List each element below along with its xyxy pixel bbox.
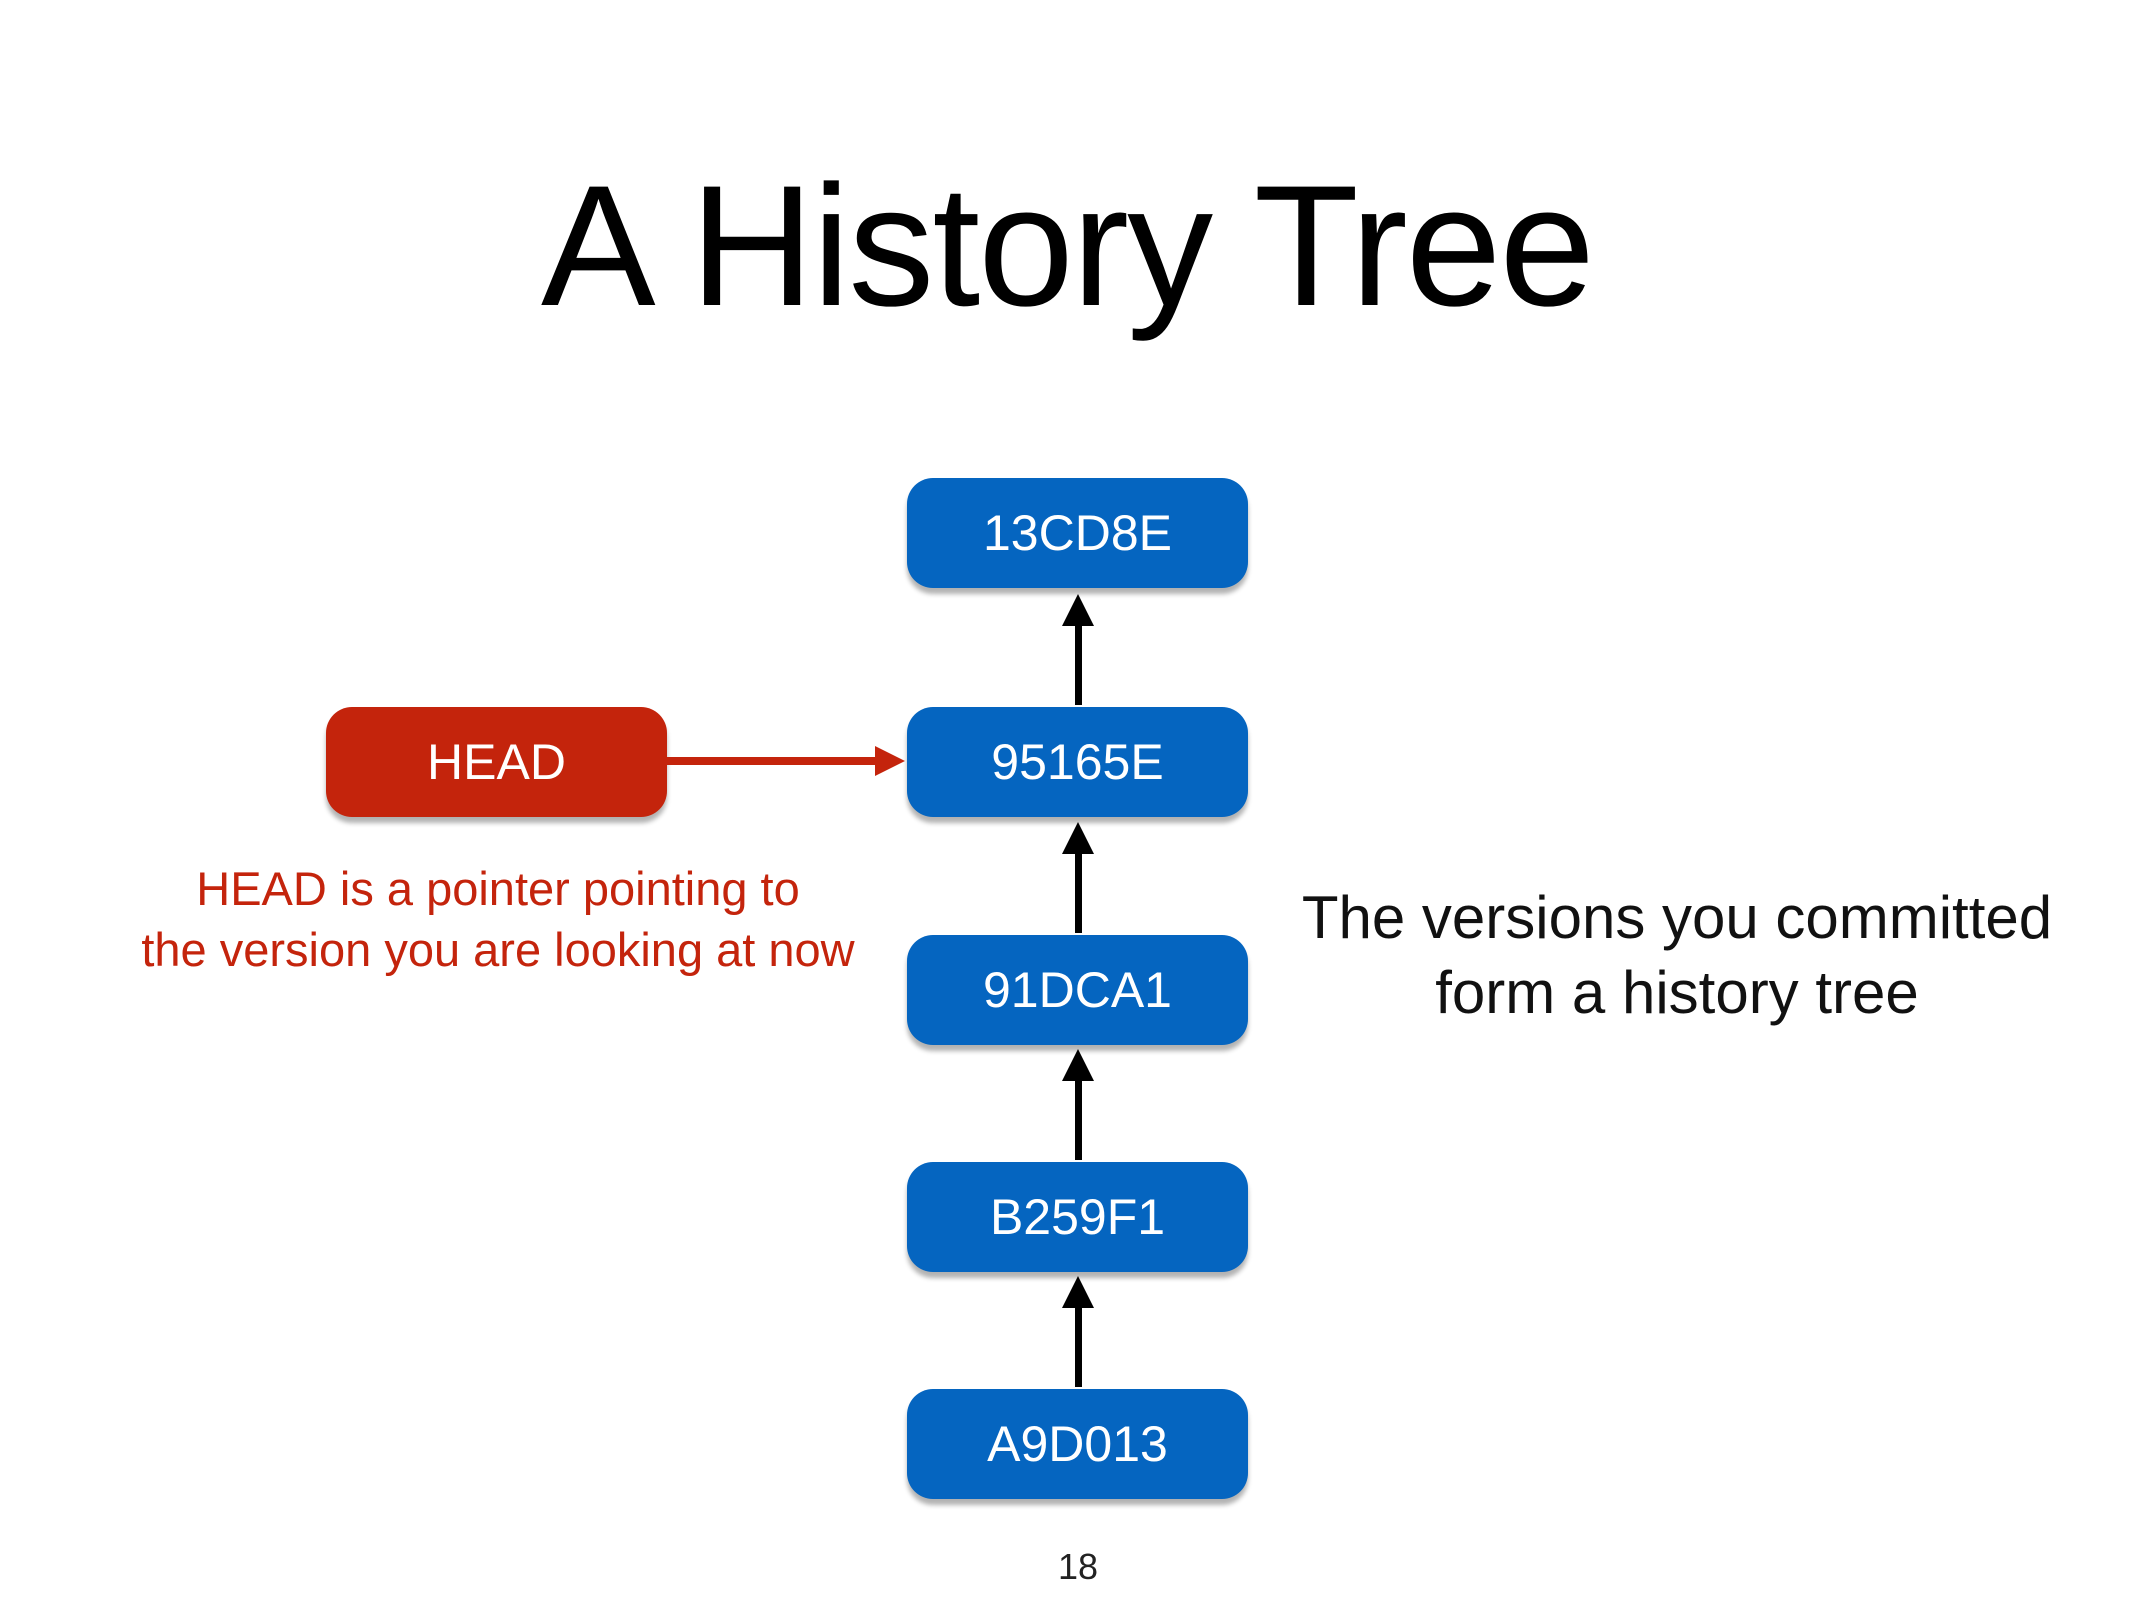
head-note: HEAD is a pointer pointing to the versio… [98, 858, 898, 980]
commit-node: B259F1 [907, 1162, 1248, 1272]
parent-arrow [1062, 594, 1094, 705]
commit-node: 13CD8E [907, 478, 1248, 588]
head-pointer: HEAD [326, 707, 667, 817]
head-arrow [667, 746, 905, 776]
tree-note: The versions you committed form a histor… [1277, 880, 2077, 1030]
tree-note-line: The versions you committed [1301, 884, 2053, 951]
head-note-line: the version you are looking at now [141, 923, 855, 977]
page-number: 18 [1057, 1546, 1099, 1587]
parent-arrow [1062, 822, 1094, 933]
head-note-line: HEAD is a pointer pointing to [196, 862, 800, 915]
commit-node: 95165E [907, 707, 1248, 817]
parent-arrow [1062, 1049, 1094, 1160]
slide-title: A History Tree [540, 150, 1595, 342]
parent-arrow [1062, 1276, 1094, 1387]
tree-note-line: form a history tree [1435, 959, 1919, 1026]
commit-node: A9D013 [907, 1389, 1248, 1499]
commit-node: 91DCA1 [907, 935, 1248, 1045]
